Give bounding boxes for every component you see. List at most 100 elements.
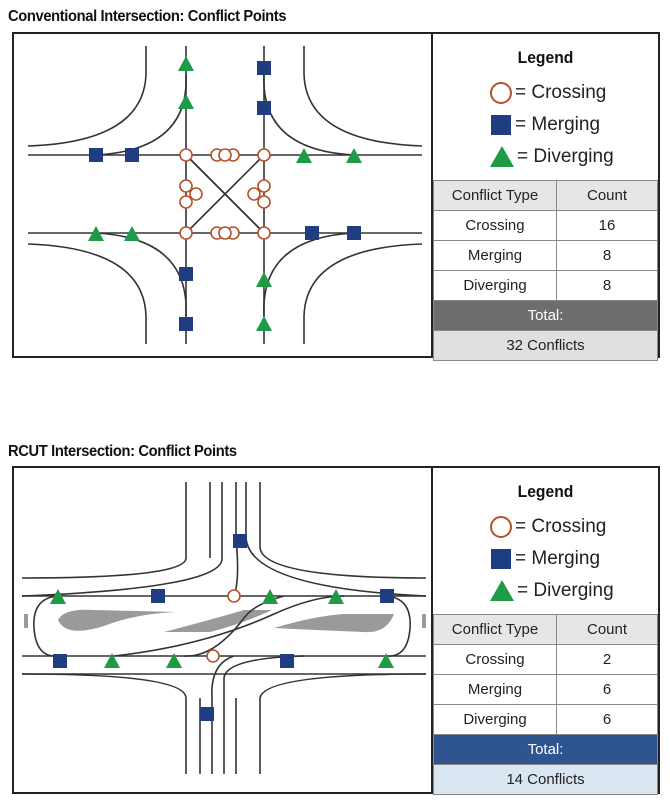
legend-merging-label: = Merging — [515, 548, 601, 569]
rcut-diverging-point — [378, 653, 394, 668]
conventional-crossing-point — [257, 179, 271, 193]
conventional-legend: Legend = Crossing = Merging = Diverging — [433, 34, 658, 180]
rcut-median-left — [58, 609, 176, 631]
rcut-median-left — [24, 614, 28, 628]
conventional-merging-point — [305, 226, 319, 240]
row-count: 6 — [556, 704, 658, 735]
conventional-crossing-point — [218, 226, 232, 240]
merging-icon — [491, 115, 511, 135]
row-count: 8 — [556, 270, 658, 301]
rcut-panel: Legend = Crossing = Merging = Diverging … — [12, 466, 660, 795]
diverging-icon — [490, 580, 514, 601]
conventional-diagram — [27, 46, 423, 344]
header-conflict-type: Conflict Type — [433, 180, 557, 211]
rcut-median-right — [422, 614, 426, 628]
rcut-merging-point — [380, 589, 394, 603]
conventional-crossing-point — [257, 148, 271, 162]
rcut-merging-point — [233, 534, 247, 548]
legend-merging: = Merging — [489, 544, 600, 574]
row-count: 16 — [556, 210, 658, 241]
legend-crossing: = Crossing — [489, 512, 606, 542]
total-label-row: Total: — [433, 300, 658, 331]
crossing-icon — [490, 82, 512, 104]
rcut-diverging-point — [104, 653, 120, 668]
conventional-diverging-point — [346, 148, 362, 163]
rcut-crossing-point — [227, 589, 241, 603]
legend-diverging: = Diverging — [489, 576, 614, 606]
rcut-diverging-point — [262, 589, 278, 604]
total-value: 14 Conflicts — [433, 764, 658, 795]
legend-crossing-label: = Crossing — [515, 516, 607, 537]
conventional-crossing-point — [179, 195, 193, 209]
conventional-diverging-point — [124, 226, 140, 241]
legend-diverging-label: = Diverging — [517, 580, 614, 601]
conventional-crossing-point — [179, 226, 193, 240]
table-row: Merging 6 — [433, 674, 658, 705]
conventional-crossing-point — [189, 187, 203, 201]
legend-merging-label: = Merging — [515, 114, 601, 135]
rcut-diagram — [21, 482, 427, 774]
conventional-conflict-table: Conflict Type Count Crossing 16 Merging … — [433, 180, 658, 361]
conventional-diverging-point — [256, 316, 272, 331]
table-header-row: Conflict Type Count — [433, 180, 658, 211]
legend-merging: = Merging — [489, 110, 600, 140]
conventional-crossing-point — [247, 187, 261, 201]
rcut-median-right — [274, 614, 394, 633]
legend-diverging-label: = Diverging — [517, 146, 614, 167]
legend-crossing: = Crossing — [489, 78, 606, 108]
conventional-merging-point — [125, 148, 139, 162]
merging-icon — [491, 549, 511, 569]
conventional-merging-point — [257, 101, 271, 115]
conventional-merging-point — [89, 148, 103, 162]
rcut-title: RCUT Intersection: Conflict Points — [8, 443, 237, 460]
conventional-crossing-point — [179, 179, 193, 193]
rcut-diverging-point — [166, 653, 182, 668]
conventional-panel: Legend = Crossing = Merging = Diverging … — [12, 32, 660, 361]
rcut-diverging-point — [50, 589, 66, 604]
conventional-merging-point — [347, 226, 361, 240]
rcut-merging-point — [53, 654, 67, 668]
rcut-crossing-point — [206, 649, 220, 663]
row-count: 6 — [556, 674, 658, 705]
conventional-crossing-point — [179, 148, 193, 162]
conventional-merging-point — [179, 267, 193, 281]
header-conflict-type: Conflict Type — [433, 614, 557, 645]
row-count: 8 — [556, 240, 658, 271]
row-type: Diverging — [433, 270, 557, 301]
conventional-diverging-point — [296, 148, 312, 163]
conventional-merging-point — [257, 61, 271, 75]
row-type: Merging — [433, 240, 557, 271]
total-value-row: 14 Conflicts — [433, 764, 658, 795]
rcut-merging-point — [151, 589, 165, 603]
table-header-row: Conflict Type Count — [433, 614, 658, 645]
legend-title: Legend — [517, 48, 574, 67]
table-row: Crossing 16 — [433, 210, 658, 241]
conventional-merging-point — [179, 317, 193, 331]
conventional-side-panel: Legend = Crossing = Merging = Diverging … — [431, 34, 658, 361]
rcut-legend: Legend = Crossing = Merging = Diverging — [433, 468, 658, 614]
table-row: Diverging 8 — [433, 270, 658, 301]
conventional-diverging-point — [256, 272, 272, 287]
conventional-crossing-point — [218, 148, 232, 162]
table-row: Merging 8 — [433, 240, 658, 271]
total-value: 32 Conflicts — [433, 330, 658, 361]
total-label: Total: — [433, 300, 658, 331]
rcut-diverging-point — [328, 589, 344, 604]
total-label-row: Total: — [433, 734, 658, 765]
conventional-crossing-point — [257, 195, 271, 209]
conventional-crossing-point — [257, 226, 271, 240]
conventional-diverging-point — [88, 226, 104, 241]
table-row: Crossing 2 — [433, 644, 658, 675]
header-count: Count — [556, 614, 658, 645]
total-value-row: 32 Conflicts — [433, 330, 658, 361]
row-count: 2 — [556, 644, 658, 675]
row-type: Crossing — [433, 210, 557, 241]
rcut-merging-point — [280, 654, 294, 668]
header-count: Count — [556, 180, 658, 211]
conventional-diverging-point — [178, 56, 194, 71]
row-type: Diverging — [433, 704, 557, 735]
row-type: Merging — [433, 674, 557, 705]
legend-diverging: = Diverging — [489, 142, 614, 172]
crossing-icon — [490, 516, 512, 538]
row-type: Crossing — [433, 644, 557, 675]
